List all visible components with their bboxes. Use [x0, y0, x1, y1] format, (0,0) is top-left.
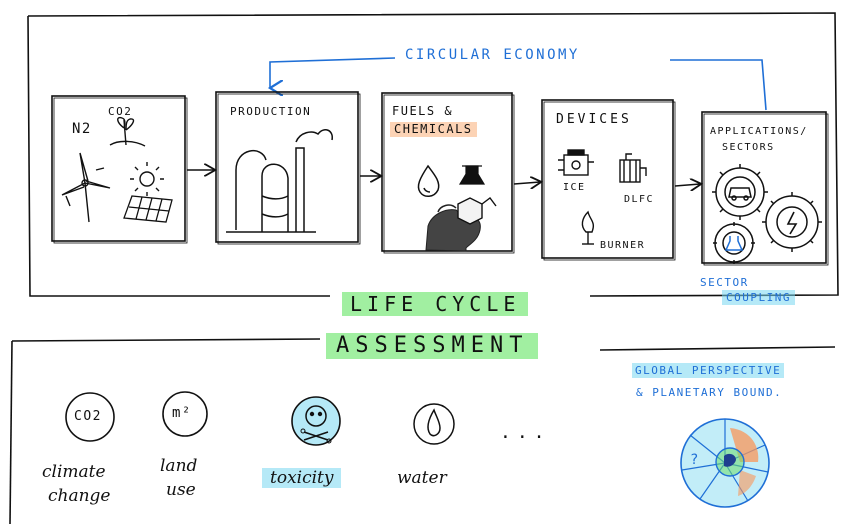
more-impacts-ellipsis: ...: [500, 425, 551, 440]
bottom-frame-top-right: [600, 347, 835, 350]
applications-title-line1: APPLICATIONS/: [710, 124, 808, 139]
hand-molecule-icon: [426, 198, 496, 251]
sector-coupling-line2: COUPLING: [722, 290, 795, 305]
bottom-frame-top-left: [12, 339, 320, 341]
fuels-title-line1: FUELS &: [392, 104, 453, 119]
arrow-fuels-devices: [514, 182, 540, 184]
gear-chemistry-icon: [713, 222, 755, 264]
climate-label-line1: climate: [42, 462, 106, 482]
bottom-frame-left: [10, 341, 12, 524]
land-label-line2: use: [166, 480, 196, 500]
fuels-title-line2: CHEMICALS: [390, 122, 477, 137]
global-perspective-line1: GLOBAL PERSPECTIVE: [632, 363, 784, 378]
devices-title: DEVICES: [556, 112, 632, 127]
sources-n2-label: N2: [72, 122, 92, 137]
land-label-line1: land: [160, 456, 197, 476]
plant-icon: [110, 118, 145, 146]
circular-economy-label: CIRCULAR ECONOMY: [405, 48, 580, 63]
production-title: PRODUCTION: [230, 104, 311, 119]
engine-icon: [558, 150, 594, 175]
circular-economy-arrow-left: [270, 58, 395, 88]
devices-dlfc-label: DLFC: [624, 192, 654, 207]
factory-icon: [226, 130, 332, 232]
planetary-question-mark: ?: [690, 453, 700, 468]
fuel-cell-icon: [620, 154, 646, 182]
top-frame-left: [28, 16, 330, 296]
assessment-label: ASSESSMENT: [326, 333, 538, 359]
wind-turbine-icon: [62, 153, 110, 222]
flask-icon: [460, 166, 484, 184]
devices-ice-label: ICE: [563, 180, 586, 195]
flame-icon: [582, 212, 594, 244]
gear-car-icon: [712, 164, 768, 220]
devices-burner-label: BURNER: [600, 238, 645, 253]
circular-economy-arrow: [670, 60, 766, 110]
sector-coupling-line1: SECTOR: [700, 275, 749, 290]
arrow-devices-applications: [675, 184, 700, 186]
climate-label-line2: change: [48, 486, 111, 506]
sun-icon: [130, 162, 164, 196]
global-perspective-line2: & PLANETARY BOUND.: [636, 385, 782, 400]
water-label: water: [397, 468, 447, 488]
water-drop-icon: [414, 404, 454, 444]
gear-energy-icon: [762, 192, 822, 252]
droplet-icon: [418, 166, 438, 196]
life-cycle-label: LIFE CYCLE: [342, 292, 528, 316]
solar-panel-icon: [124, 196, 172, 222]
climate-symbol: CO2: [74, 409, 102, 424]
toxicity-skull-icon: [292, 397, 340, 445]
toxicity-label: toxicity: [262, 468, 341, 488]
applications-title-line2: SECTORS: [722, 140, 775, 155]
sources-co2-label: CO2: [108, 104, 132, 119]
land-symbol: m²: [172, 406, 192, 421]
